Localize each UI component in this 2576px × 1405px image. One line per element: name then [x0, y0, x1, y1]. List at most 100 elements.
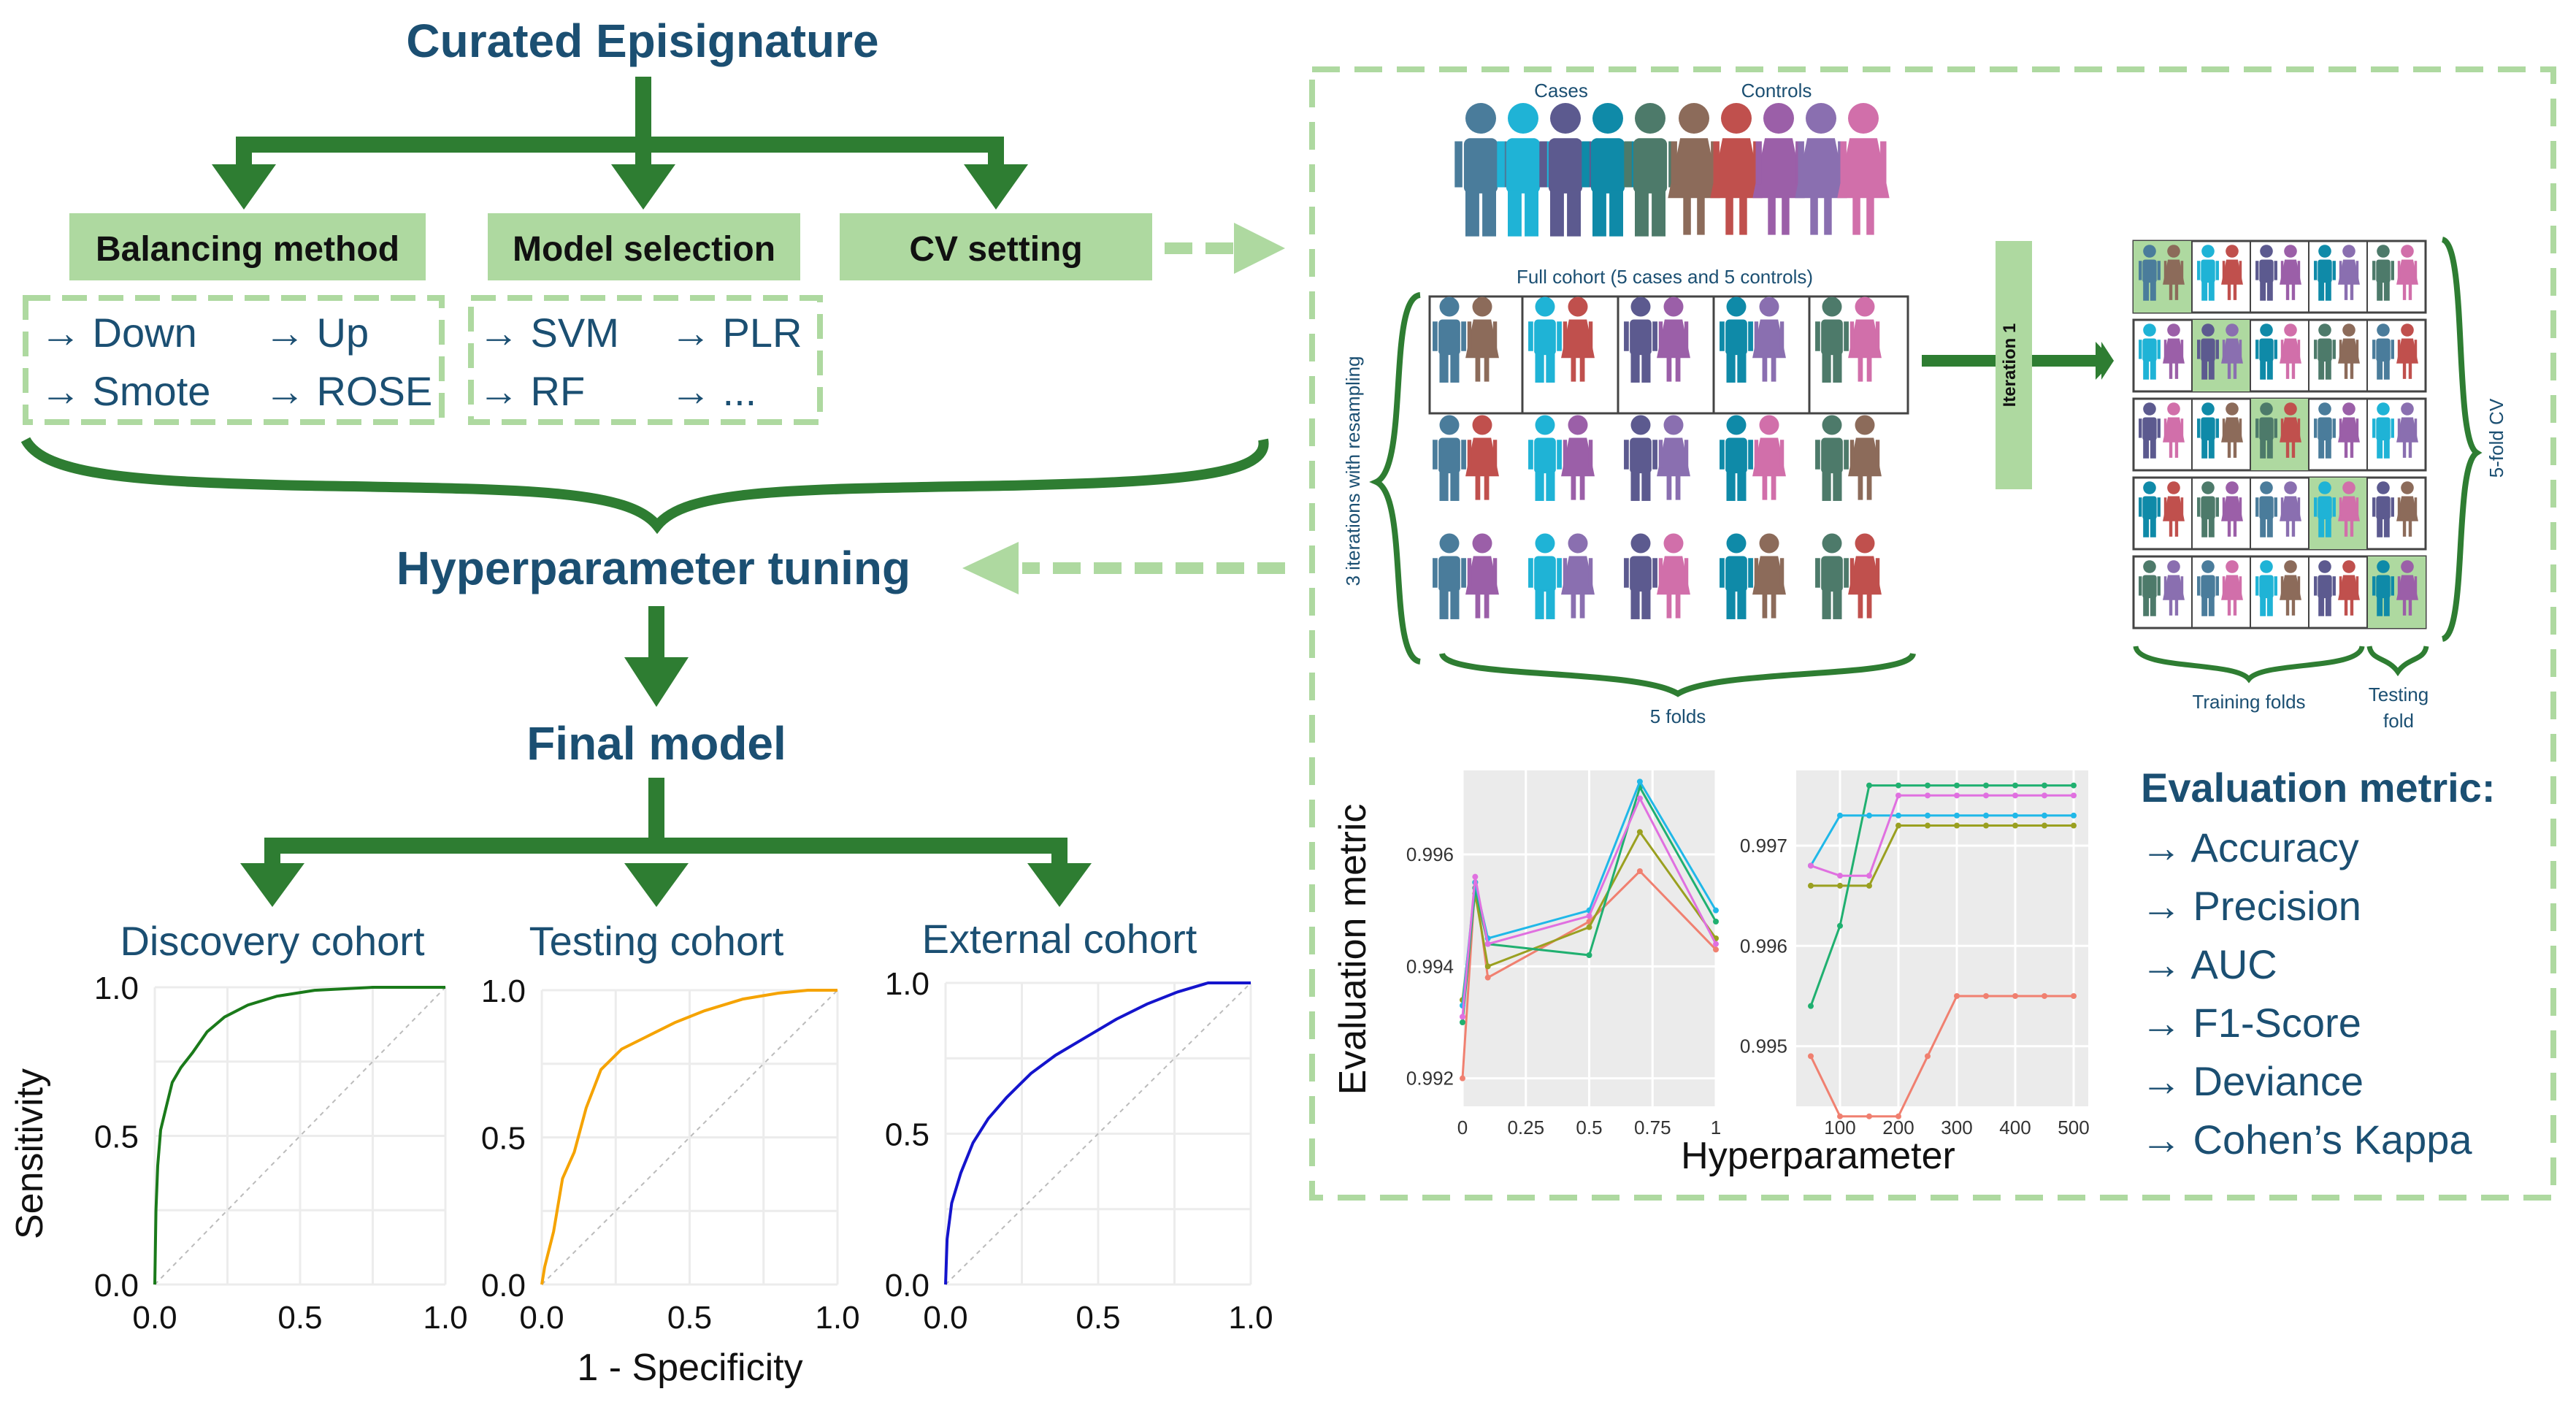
case-person [1624, 296, 1657, 383]
full-cohort-label: Full cohort (5 cases and 5 controls) [1517, 266, 1813, 288]
control-person [1668, 103, 1720, 235]
cv-to-panel-arrowhead [1234, 223, 1285, 274]
chart-y-axis-label: Evaluation metric [1332, 804, 1374, 1095]
chart-x-tick: 200 [1882, 1117, 1914, 1138]
chart-point [1925, 782, 1931, 789]
chart-point [2012, 992, 2018, 999]
iteration-arrow: Iteration 1 [1922, 241, 2114, 489]
control-person [2396, 560, 2418, 616]
roc-y-tick: 1.0 [885, 966, 929, 1002]
control-person [2221, 560, 2243, 616]
case-person [2372, 560, 2394, 616]
training-folds-brace [2133, 645, 2365, 684]
diagram-title: Curated Episignature [406, 15, 878, 67]
control-person [1465, 415, 1499, 500]
case-person [2372, 324, 2394, 380]
chart-point [1895, 822, 1901, 829]
case-person [1433, 296, 1466, 383]
case-person [2314, 245, 2336, 301]
roc-y-axis-label: Sensitivity [9, 1068, 51, 1239]
chart-point [1837, 873, 1843, 879]
control-person [1465, 296, 1499, 382]
chart-point [1808, 1053, 1814, 1060]
roc-curve [540, 989, 837, 1285]
control-person [2163, 560, 2185, 616]
chart-point [1983, 812, 1989, 819]
case-person [2255, 560, 2277, 616]
case-person [2197, 402, 2219, 459]
chart-point [1954, 782, 1960, 789]
control-person [2280, 324, 2301, 379]
chart-point [1866, 873, 1872, 879]
option-plr: → PLR [670, 310, 802, 356]
control-person [2338, 481, 2360, 537]
controls-label: Controls [1741, 80, 1812, 102]
roc-x-tick: 0.0 [923, 1300, 967, 1336]
cv-setting-box [840, 213, 1152, 280]
cohort-title-external: External cohort [922, 916, 1197, 962]
roc-y-tick: 0.0 [885, 1268, 929, 1303]
control-person [1848, 415, 1882, 500]
chart-x-tick: 400 [1999, 1117, 2031, 1138]
resampling-grid [1433, 296, 1882, 619]
five-fold-cv-grid [2132, 240, 2427, 629]
roc-y-tick: 1.0 [481, 973, 526, 1009]
chart-y-tick: 0.992 [1406, 1068, 1454, 1090]
control-person [2396, 324, 2418, 379]
control-person [2280, 560, 2301, 616]
metric-precision: → Precision [2141, 883, 2361, 929]
case-person [2139, 402, 2161, 459]
control-person [1657, 533, 1690, 619]
case-person [2372, 402, 2394, 459]
chart-point [2042, 812, 2047, 819]
option-svm: → SVM [478, 310, 619, 356]
chart-series-line [1811, 824, 2074, 887]
chart-point [1954, 992, 1960, 999]
control-person [2221, 324, 2243, 379]
metric-f1-score: → F1-Score [2141, 1000, 2361, 1046]
option-smote: → Smote [40, 368, 210, 414]
roc-y-tick: 0.0 [94, 1268, 139, 1303]
case-person [1720, 533, 1753, 619]
control-person [2163, 481, 2185, 537]
roc-curve [944, 981, 1251, 1285]
case-person [2255, 481, 2277, 537]
chart-series-line [1461, 795, 1717, 1017]
chart-point [1895, 812, 1901, 819]
case-person [2255, 324, 2277, 380]
cohort-title-discovery: Discovery cohort [120, 918, 424, 964]
balancing-method-label: Balancing method [96, 230, 399, 269]
chart-point [1866, 812, 1872, 819]
branch-arrows [212, 77, 1028, 210]
chart-point [1895, 782, 1901, 789]
model-selection-label: Model selection [513, 230, 775, 269]
chart-point [1484, 941, 1491, 947]
option-up: → Up [264, 310, 369, 356]
chart-point [1983, 792, 1989, 799]
metric-cohens-kappa: → Cohen’s Kappa [2141, 1117, 2472, 1163]
chart-x-tick: 1 [1711, 1117, 1721, 1138]
control-person [1561, 533, 1595, 619]
roc-x-tick: 1.0 [815, 1300, 859, 1336]
control-person [2338, 245, 2360, 300]
case-person [2139, 324, 2161, 380]
chart-point [1713, 946, 1719, 953]
metric-deviance: → Deviance [2141, 1058, 2364, 1104]
control-person [1837, 103, 1890, 235]
case-person [2197, 560, 2219, 616]
case-person [2314, 481, 2336, 537]
chart-y-tick: 0.995 [1740, 1035, 1787, 1057]
chart-x-tick: 300 [1941, 1117, 1972, 1138]
chart-series-line [1809, 784, 2074, 1007]
final-model-label: Final model [526, 717, 786, 770]
chart-point [2071, 792, 2077, 799]
case-person [2139, 245, 2161, 301]
testing-fold-label-line1: Testing [2369, 684, 2429, 705]
chart-point [1460, 1014, 1465, 1020]
iteration-1-label: Iteration 1 [2000, 324, 2020, 407]
case-person [1528, 533, 1562, 619]
roc-x-tick: 0.5 [1076, 1300, 1120, 1336]
roc-x-tick: 0.5 [277, 1300, 322, 1336]
